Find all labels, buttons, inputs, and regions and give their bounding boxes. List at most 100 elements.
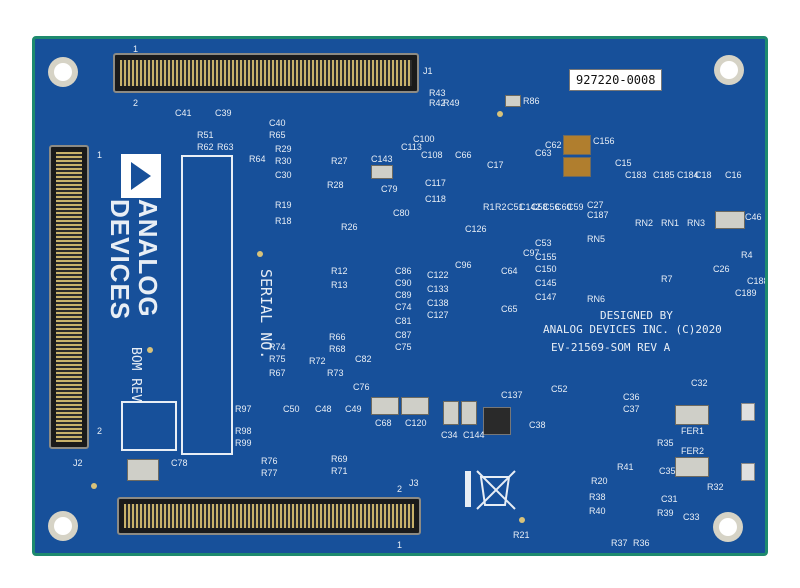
- connector-j1: [113, 53, 419, 93]
- ferrite-fer2: [675, 457, 709, 477]
- part-number-label: 927220-0008: [569, 69, 663, 91]
- ref-c49: C49: [345, 404, 362, 414]
- ref-c122: C122: [427, 270, 449, 280]
- ref-c30: C30: [275, 170, 292, 180]
- ref-c120: C120: [405, 418, 427, 428]
- ref-c156: C156: [593, 136, 615, 146]
- ref-c82: C82: [355, 354, 372, 364]
- ref-c81: C81: [395, 316, 412, 326]
- weee-bin-icon: [465, 470, 516, 510]
- via-2: [147, 347, 153, 353]
- ref-r18: R18: [275, 216, 292, 226]
- ref-rn6: RN6: [587, 294, 606, 304]
- ref-c16: C16: [725, 170, 742, 180]
- ref-c133: C133: [427, 284, 449, 294]
- ref-r41: R41: [617, 462, 634, 472]
- ferrite-fer1: [675, 405, 709, 425]
- ref-r19: R19: [275, 200, 292, 210]
- ref-c58: C58: [531, 202, 548, 212]
- ref-r99: R99: [235, 438, 252, 448]
- ref-c33: C33: [683, 512, 700, 522]
- connector-j2: [49, 145, 89, 449]
- ref-r35: R35: [657, 438, 674, 448]
- ref-r2: R2: [495, 202, 507, 212]
- ref-c155: C155: [535, 252, 557, 262]
- ref-r67: R67: [269, 368, 286, 378]
- ref-c62: C62: [545, 140, 562, 150]
- ref-r28: R28: [327, 180, 344, 190]
- ref-c52: C52: [551, 384, 568, 394]
- ref-c184: C184: [677, 170, 699, 180]
- ref-fer2: FER2: [681, 446, 705, 456]
- ref-c80: C80: [393, 208, 410, 218]
- via-1: [257, 251, 263, 257]
- ref-r74: R74: [269, 342, 286, 352]
- ref-r66: R66: [329, 332, 346, 342]
- ref-fer1: FER1: [681, 426, 705, 436]
- ref-r69: R69: [331, 454, 348, 464]
- ref-c142: C142: [519, 202, 541, 212]
- ref-c189: C189: [735, 288, 757, 298]
- ref-r37: R37: [611, 538, 628, 548]
- ref-c127: C127: [427, 310, 449, 320]
- ref-r40: R40: [589, 506, 606, 516]
- ref-r7: R7: [661, 274, 673, 284]
- ref-r77: R77: [261, 468, 278, 478]
- connector-j2-pin-1: 1: [97, 150, 103, 160]
- ref-c64: C64: [501, 266, 518, 276]
- ref-c68: C68: [375, 418, 392, 428]
- ref-r38: R38: [589, 492, 606, 502]
- connector-j1-pin-1: 1: [133, 44, 139, 54]
- ref-c48: C48: [315, 404, 332, 414]
- ref-r73: R73: [327, 368, 344, 378]
- ref-c66: C66: [455, 150, 472, 160]
- ref-c18: C18: [695, 170, 712, 180]
- connector-j3-label: J3: [409, 478, 419, 488]
- ref-c31: C31: [661, 494, 678, 504]
- ref-c15: C15: [615, 158, 632, 168]
- mounting-hole-top-left: [48, 57, 78, 87]
- ref-c86: C86: [395, 266, 412, 276]
- ref-c50: C50: [283, 404, 300, 414]
- ref-c78: C78: [171, 458, 188, 468]
- capacitor-c143: [371, 165, 393, 179]
- ref-r49: R49: [443, 98, 460, 108]
- mounting-hole-top-right: [714, 55, 744, 85]
- capacitor-c46: [715, 211, 745, 229]
- ref-r21: R21: [513, 530, 530, 540]
- capacitor-c120: [401, 397, 429, 415]
- ref-c65: C65: [501, 304, 518, 314]
- ref-c117: C117: [425, 178, 446, 188]
- ref-c32: C32: [691, 378, 708, 388]
- connector-j1-label: J1: [423, 66, 433, 76]
- ref-r62: R62: [197, 142, 214, 152]
- ref-c17: C17: [487, 160, 504, 170]
- connector-j3-pin-1: 1: [397, 540, 403, 550]
- inductor-block: [483, 407, 511, 435]
- ref-r12: R12: [331, 266, 348, 276]
- ref-rn1: RN1: [661, 218, 680, 228]
- ref-c147: C147: [535, 292, 557, 302]
- ref-c27: C27: [587, 200, 604, 210]
- ref-r4: R4: [741, 250, 753, 260]
- ref-r68: R68: [329, 344, 346, 354]
- ref-c59: C59: [567, 202, 584, 212]
- ref-c100: C100: [413, 134, 435, 144]
- logo-text-analog: ANALOG: [133, 199, 163, 318]
- ref-c113: C113: [401, 142, 422, 152]
- capacitor-c34: [443, 401, 459, 425]
- ref-c145: C145: [535, 278, 557, 288]
- analog-devices-logo-icon: [121, 154, 161, 198]
- ref-c40: C40: [269, 118, 286, 128]
- ref-r63: R63: [217, 142, 234, 152]
- ref-c60: C60: [555, 202, 572, 212]
- connector-j1-pin-2: 2: [133, 98, 139, 108]
- ref-c75: C75: [395, 342, 412, 352]
- designed-by-line-1: DESIGNED BY: [600, 309, 673, 322]
- pad-right-1: [741, 403, 755, 421]
- ref-c38: C38: [529, 420, 546, 430]
- resistor-r86: [505, 95, 521, 107]
- ref-c185: C185: [653, 170, 675, 180]
- ref-c53: C53: [535, 238, 552, 248]
- ref-c150: C150: [535, 264, 557, 274]
